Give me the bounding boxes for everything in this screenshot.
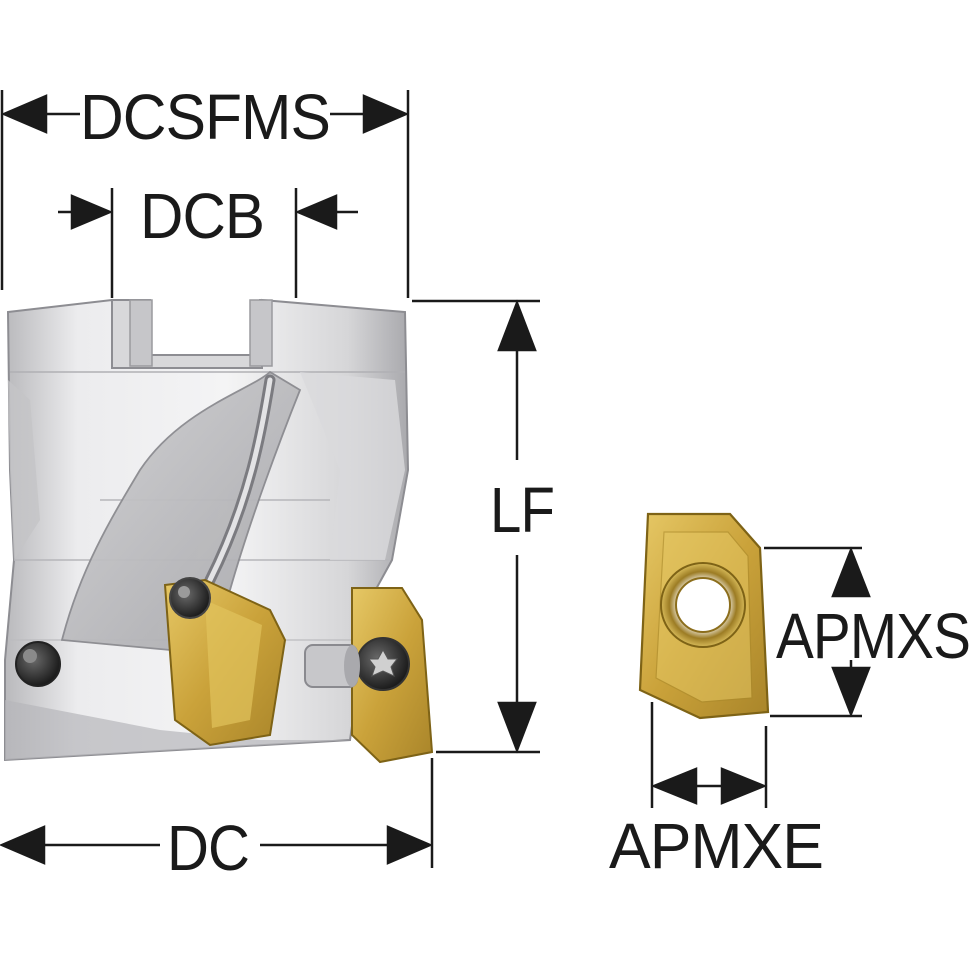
arrow-left-icon bbox=[650, 767, 698, 805]
insert-screw-highlight bbox=[178, 586, 190, 598]
insert-hole bbox=[675, 577, 731, 633]
insert-detail bbox=[638, 512, 770, 720]
cutter-body bbox=[4, 298, 410, 762]
body-left-flute bbox=[8, 380, 40, 560]
body-bottom-face bbox=[5, 700, 350, 760]
label-dcb: DCB bbox=[140, 180, 264, 252]
arrow-left-icon bbox=[0, 825, 46, 865]
chip-flute bbox=[60, 370, 302, 651]
arrow-up-icon bbox=[831, 546, 871, 598]
arrow-up-icon bbox=[497, 299, 537, 352]
insert-center-facet bbox=[205, 600, 262, 728]
dimension-lines bbox=[0, 90, 871, 868]
label-dcsfms: DCSFMS bbox=[80, 81, 330, 153]
insert-screw-icon bbox=[169, 577, 211, 619]
coolant-channel-highlight bbox=[207, 377, 273, 583]
label-apmxe: APMXE bbox=[609, 810, 823, 882]
label-lf: LF bbox=[490, 474, 554, 546]
label-dc: DC bbox=[167, 812, 249, 884]
body-right-flute bbox=[300, 372, 405, 560]
arrow-down-icon bbox=[831, 666, 871, 718]
arrow-right-icon bbox=[70, 194, 114, 230]
left-screw-highlight bbox=[23, 649, 37, 663]
torx-star-icon bbox=[368, 648, 398, 677]
cutter-insert-right bbox=[351, 587, 434, 764]
arrow-left-icon bbox=[294, 194, 338, 230]
arrow-left-icon bbox=[0, 94, 48, 134]
arrow-right-icon bbox=[386, 825, 434, 865]
label-apmxs: APMXS bbox=[776, 600, 970, 672]
coolant-nozzle bbox=[304, 644, 360, 688]
arrow-right-icon bbox=[362, 94, 410, 134]
coolant-nozzle-end bbox=[344, 645, 360, 687]
cutter-insert-center bbox=[163, 577, 287, 747]
drive-slot-inner bbox=[129, 299, 153, 367]
left-screw-icon bbox=[15, 641, 61, 687]
drive-slot-inner-right bbox=[249, 299, 273, 367]
arrow-down-icon bbox=[497, 701, 537, 754]
cutter-left-screw bbox=[15, 641, 61, 687]
arrow-right-icon bbox=[720, 767, 768, 805]
